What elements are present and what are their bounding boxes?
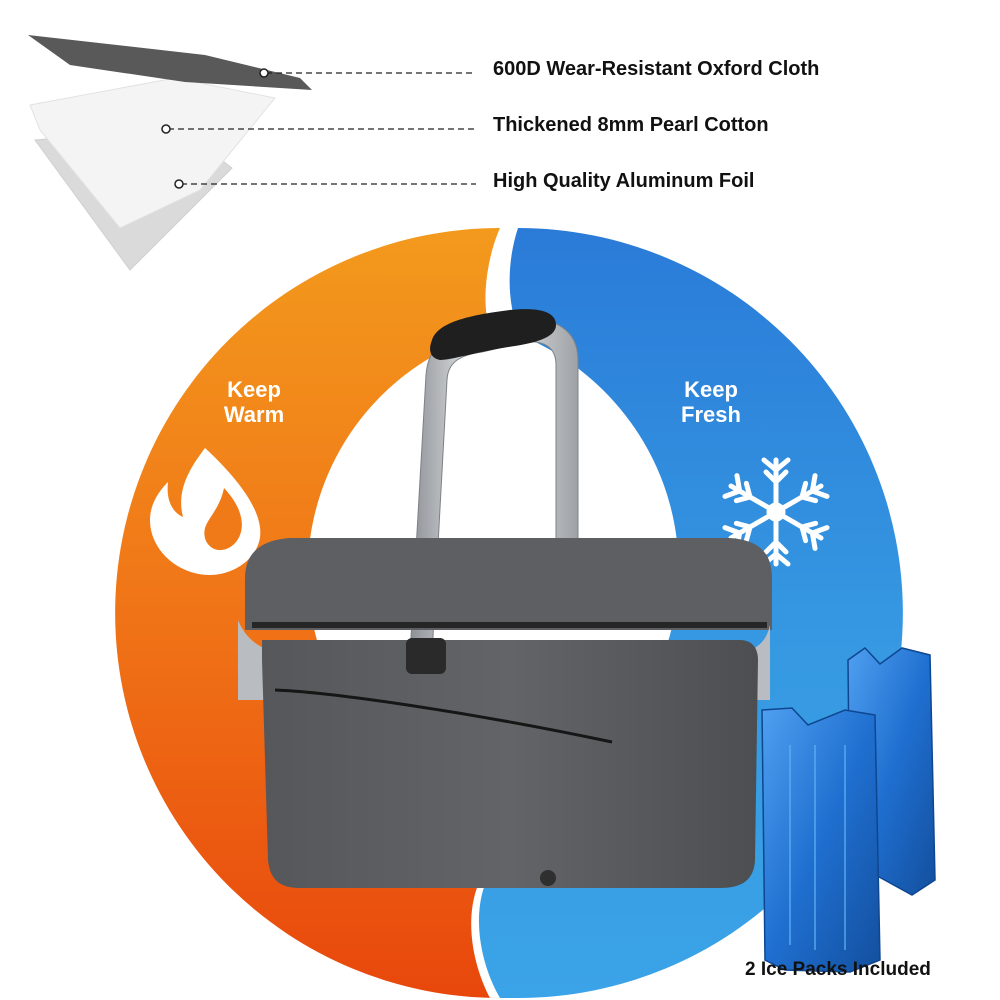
bag-body (262, 640, 758, 888)
oxford-cloth-label: 600D Wear-Resistant Oxford Cloth (493, 58, 820, 80)
leader-dot (161, 124, 171, 134)
keep-fresh-label: Keep Fresh (641, 377, 781, 427)
leader-lines (168, 72, 476, 185)
ice-pack-front (761, 707, 881, 973)
snowflake-icon (725, 457, 827, 564)
aluminum-foil-label: High Quality Aluminum Foil (493, 170, 755, 192)
bag-logo (540, 870, 556, 886)
keep-warm-line1: Keep (227, 377, 281, 402)
keep-fresh-line1: Keep (684, 377, 738, 402)
handle-grip (430, 309, 556, 360)
keep-warm-line2: Warm (223, 402, 285, 427)
bag-lid (245, 538, 772, 630)
front-pocket-zipper (274, 688, 613, 744)
pearl-cotton-layer (29, 77, 276, 229)
cooler-bag (238, 309, 772, 888)
leader-dot (174, 179, 184, 189)
oxford-cloth-layer (28, 35, 312, 90)
pearl-cotton-label: Thickened 8mm Pearl Cotton (493, 114, 769, 136)
keep-fresh-line2: Fresh (681, 402, 741, 427)
leader-dot (259, 68, 269, 78)
keep-warm-label: Keep Warm (184, 377, 324, 427)
lid-zipper (252, 622, 767, 628)
ice-packs-caption: 2 Ice Packs Included (745, 959, 931, 980)
ice-packs (761, 647, 936, 973)
flame-icon (150, 448, 261, 575)
handle-buckle (406, 638, 446, 674)
material-layers-illustration (28, 35, 312, 271)
